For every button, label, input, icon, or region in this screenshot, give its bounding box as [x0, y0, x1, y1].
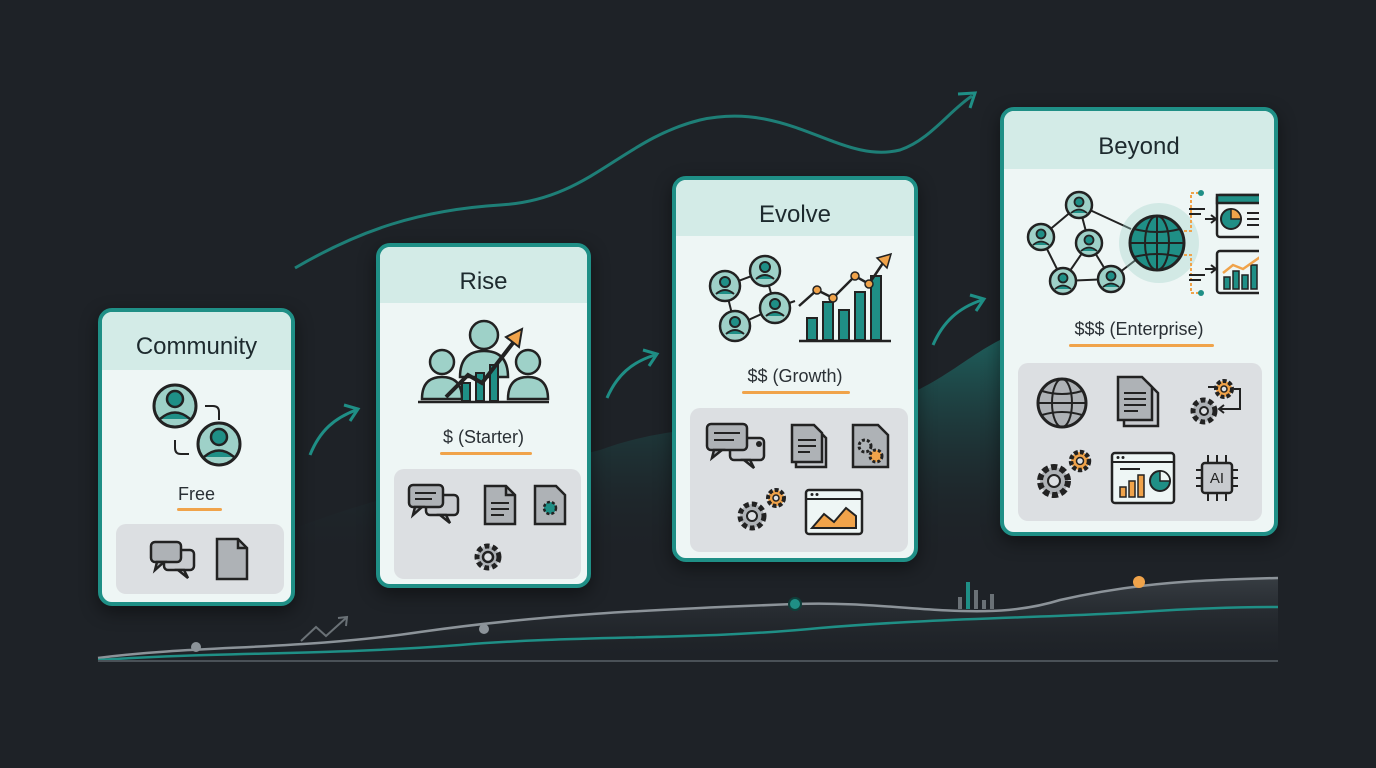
- mini-sparkline-head: [337, 615, 349, 627]
- gear-icon: [474, 543, 502, 571]
- file-settings-icon: [851, 423, 890, 469]
- ai-chip-icon: AI: [1194, 451, 1240, 505]
- mini-sparkline: [300, 617, 347, 642]
- chat-icon: [705, 422, 766, 469]
- arrow-1-head: [343, 403, 361, 422]
- documents-icon: [1116, 375, 1160, 428]
- tier-title: Community: [102, 312, 291, 370]
- price-underline: [177, 508, 222, 511]
- tier-price: Free: [177, 484, 215, 504]
- network-growth-chart-icon: [708, 252, 893, 343]
- gears-icon: [737, 488, 786, 531]
- timeline-dot-3: [788, 597, 802, 611]
- dashboard-chart-icon: [804, 488, 864, 536]
- chat-icon: [407, 483, 460, 524]
- tier-price: $ (Starter): [442, 427, 525, 447]
- ai-chip-label: AI: [1209, 470, 1225, 487]
- tier-card-rise: Rise $ (Starter): [376, 243, 591, 588]
- globe-icon: [1036, 377, 1088, 429]
- price-underline: [742, 391, 850, 394]
- tier-price: $$$ (Enterprise): [1074, 319, 1204, 339]
- bottom-area: [98, 578, 1278, 662]
- document-icon: [215, 537, 249, 581]
- tier-title: Rise: [380, 247, 587, 303]
- tier-title: Beyond: [1004, 111, 1274, 169]
- arrow-3-head: [969, 293, 987, 312]
- arrow-2: [605, 353, 656, 399]
- tier-card-evolve: Evolve: [672, 176, 918, 562]
- tier-card-community: Community Free: [98, 308, 295, 606]
- timeline-dot-1: [191, 642, 201, 652]
- timeline-dot-2: [479, 624, 489, 634]
- dashboard-icon: [1110, 451, 1176, 505]
- arrow-3: [931, 298, 983, 346]
- team-growth-icon: [418, 319, 550, 404]
- tier-price: $$ (Growth): [747, 366, 843, 386]
- feature-tray: [690, 408, 908, 552]
- file-settings-icon: [533, 484, 567, 526]
- global-network-analytics-icon: [1026, 190, 1259, 296]
- upper-growth-arrowhead: [957, 91, 978, 109]
- feature-tray: [116, 524, 284, 594]
- timeline-dot-4: [1133, 576, 1145, 588]
- workflow-gears-icon: [1190, 379, 1241, 425]
- price-underline: [1069, 344, 1214, 347]
- feature-tray: AI: [1018, 363, 1262, 521]
- document-icon: [483, 484, 517, 526]
- chat-icon: [149, 540, 196, 579]
- upper-growth-curve: [294, 94, 973, 270]
- tier-card-beyond: Beyond: [1000, 107, 1278, 536]
- bottom-teal-curve: [97, 605, 1279, 662]
- connected-users-icon: [152, 383, 241, 467]
- gears-icon: [1037, 449, 1092, 498]
- arrow-2-head: [642, 348, 660, 367]
- bottom-gray-curve: [97, 576, 1279, 660]
- document-icon: [790, 423, 828, 469]
- price-underline: [440, 452, 532, 455]
- tier-title: Evolve: [676, 180, 914, 236]
- feature-tray: [394, 469, 581, 579]
- mini-bars: [958, 582, 994, 609]
- arrow-1: [308, 408, 357, 456]
